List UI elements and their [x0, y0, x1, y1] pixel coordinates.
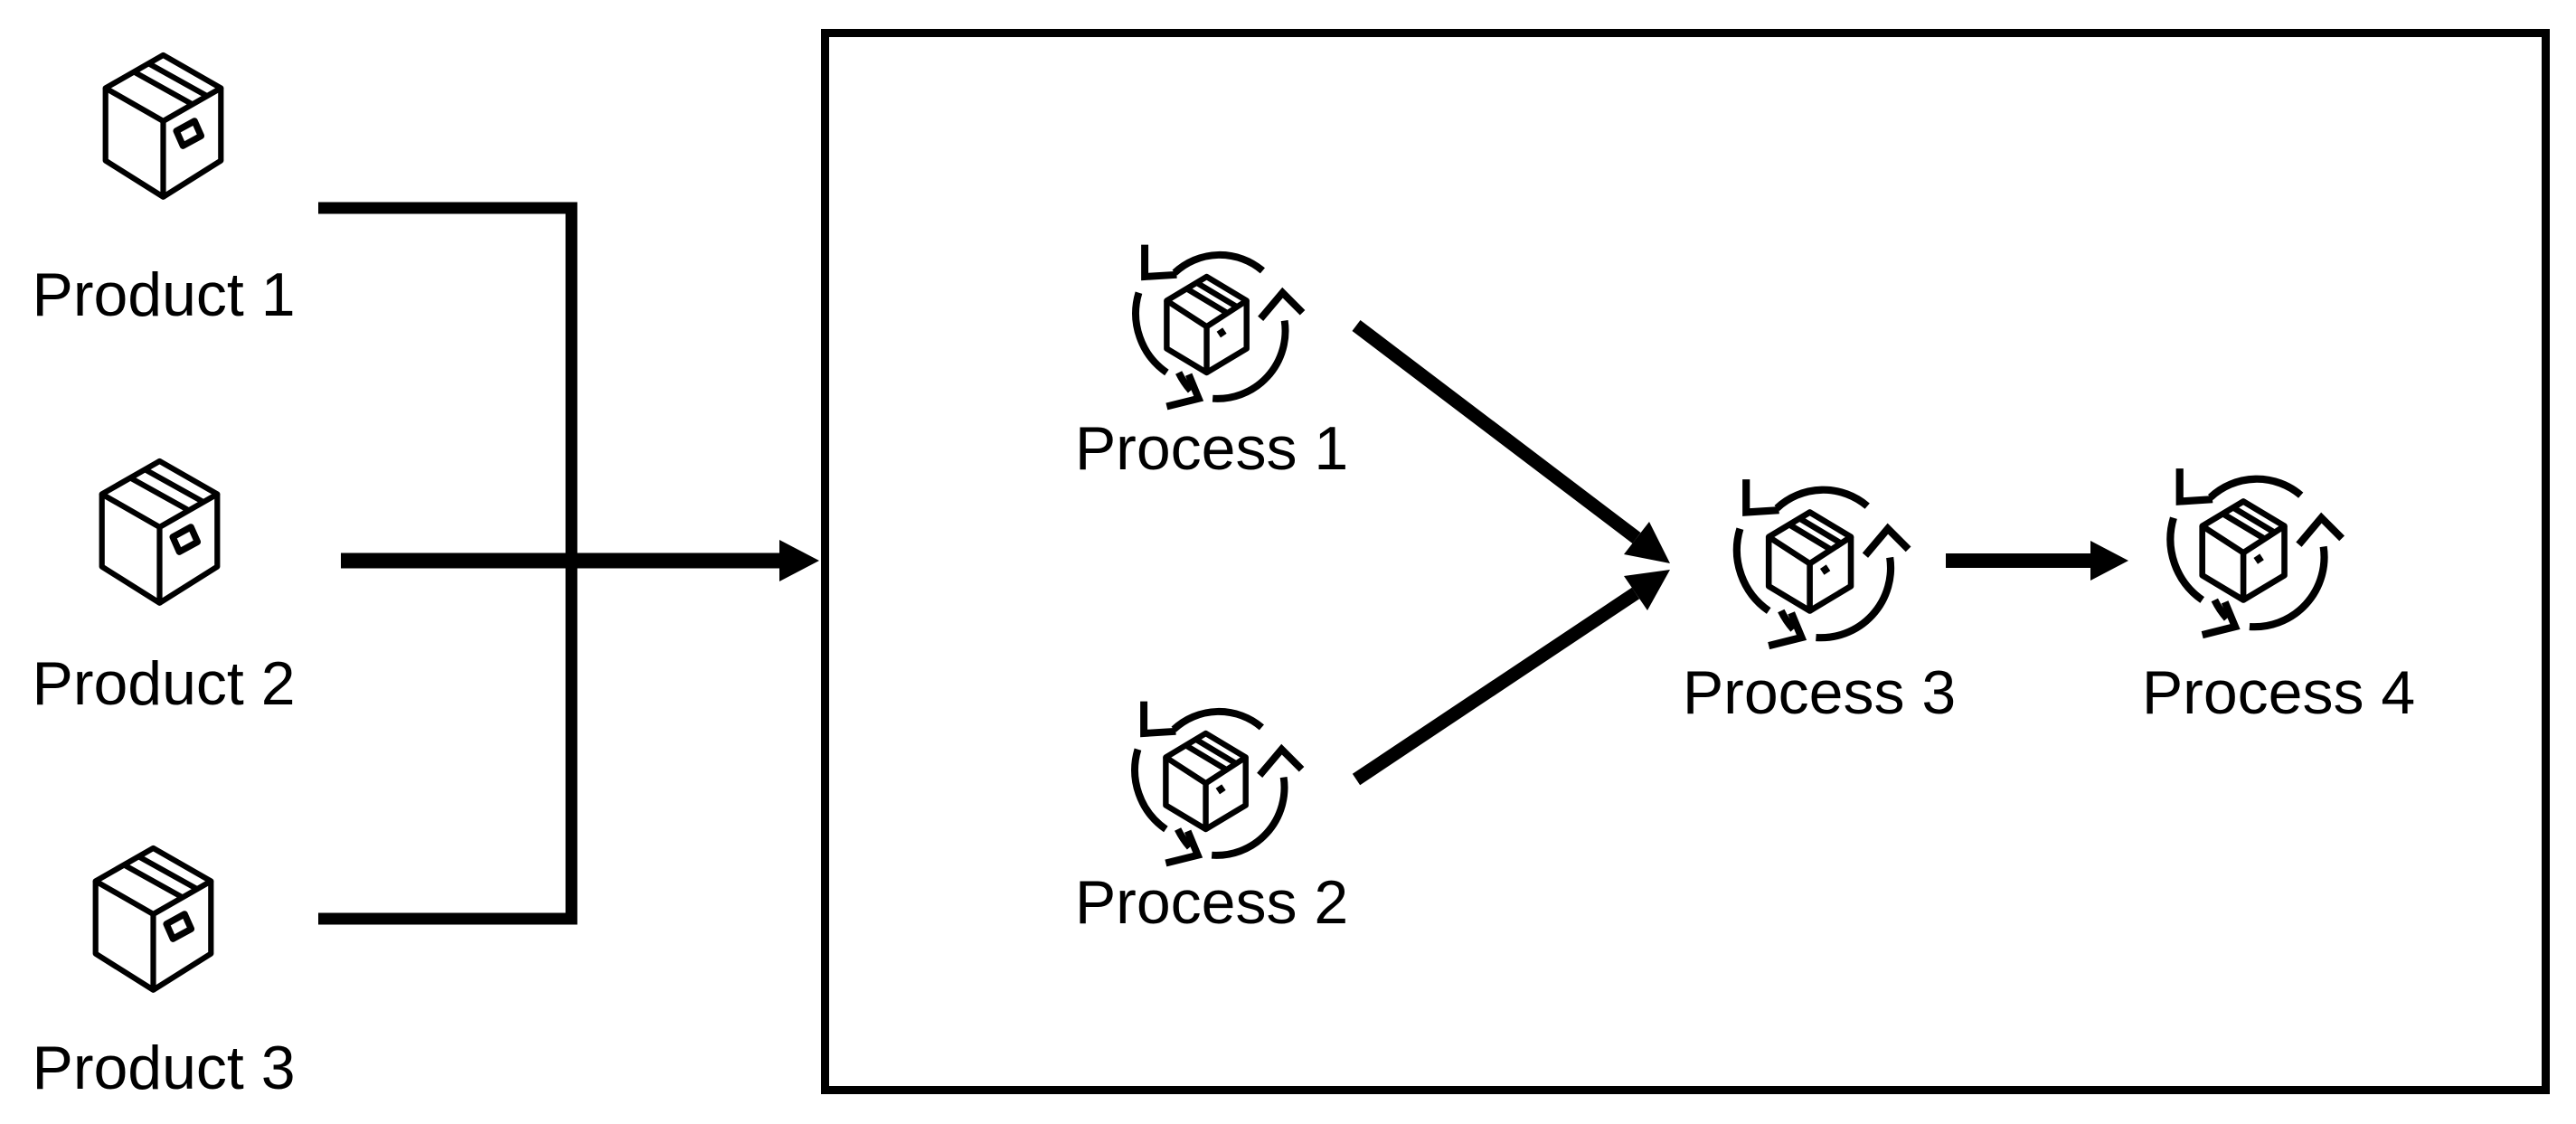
product-merge-line — [318, 202, 578, 925]
node-label-product-3: Product 3 — [32, 1034, 296, 1102]
process-cycle-icon — [1722, 463, 1926, 660]
package-box-icon — [84, 39, 242, 220]
package-box-icon — [80, 445, 239, 626]
system-boundary-box — [821, 29, 2550, 1094]
node-label-process-1: Process 1 — [1074, 414, 1349, 483]
node-label-product-2: Product 2 — [32, 649, 296, 718]
node-label-process-2: Process 2 — [1074, 868, 1349, 937]
process-cycle-icon — [1121, 229, 1320, 420]
package-box-icon — [74, 832, 232, 1013]
node-label-process-3: Process 3 — [1682, 658, 1957, 727]
node-label-process-4: Process 4 — [2141, 658, 2416, 727]
node-label-product-1: Product 1 — [32, 260, 296, 329]
process-cycle-icon — [2158, 452, 2357, 649]
merged-flow-arrowhead — [779, 540, 819, 581]
process-cycle-icon — [1120, 685, 1319, 877]
